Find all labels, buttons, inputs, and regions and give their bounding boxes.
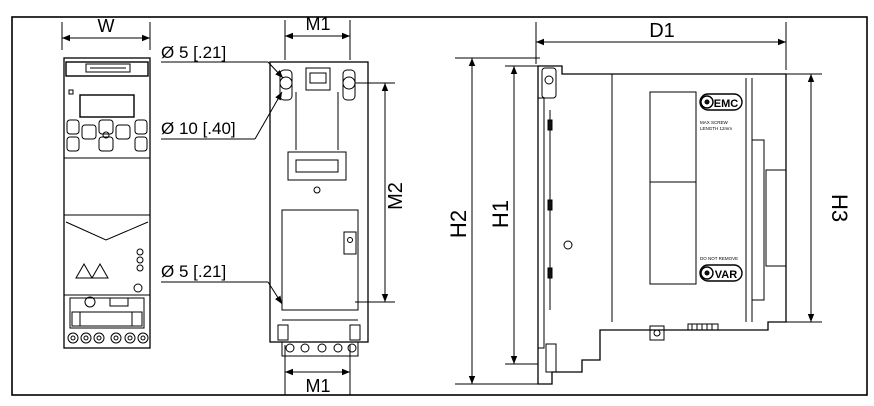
screw-length-note: LENGTH 12mm <box>700 126 732 131</box>
m1-top-label: M1 <box>305 14 330 34</box>
warning-icon <box>75 262 93 279</box>
var-label: VAR <box>715 269 737 281</box>
m1-bottom-label: M1 <box>305 376 330 396</box>
h3-label: H3 <box>827 194 852 222</box>
mounting-hole <box>279 76 293 90</box>
d1-label: D1 <box>649 20 675 42</box>
var-screw-icon <box>700 266 714 280</box>
terminal-screws <box>285 343 357 353</box>
drawing-frame <box>11 16 868 396</box>
emc-label: EMC <box>714 98 739 110</box>
side-view: D1 H2 H1 H3 <box>446 20 852 385</box>
side-body <box>537 65 787 385</box>
do-not-remove-note: DO NOT REMOVE <box>700 256 738 261</box>
w-label: W <box>98 16 115 36</box>
emc-screw-icon <box>700 95 714 109</box>
keypad <box>66 119 148 152</box>
keypad-display <box>79 94 135 118</box>
hole-callout-small-bottom: Ø 5 [.21] <box>161 262 226 281</box>
h2-label: H2 <box>446 210 471 238</box>
h1-label: H1 <box>488 200 513 228</box>
back-view: M1 M2 <box>161 14 407 396</box>
hole-callout-large: Ø 10 [.40] <box>161 119 236 138</box>
m2-label: M2 <box>385 182 407 210</box>
warning-icon <box>91 262 109 279</box>
side-panel <box>649 91 697 285</box>
back-body <box>269 61 369 343</box>
front-view: W <box>61 16 151 349</box>
screw-note: MAX SCREW <box>700 120 729 125</box>
terminal-screws <box>67 332 149 344</box>
hole-callout-small-top: Ø 5 [.21] <box>161 43 226 62</box>
front-body <box>63 57 151 349</box>
